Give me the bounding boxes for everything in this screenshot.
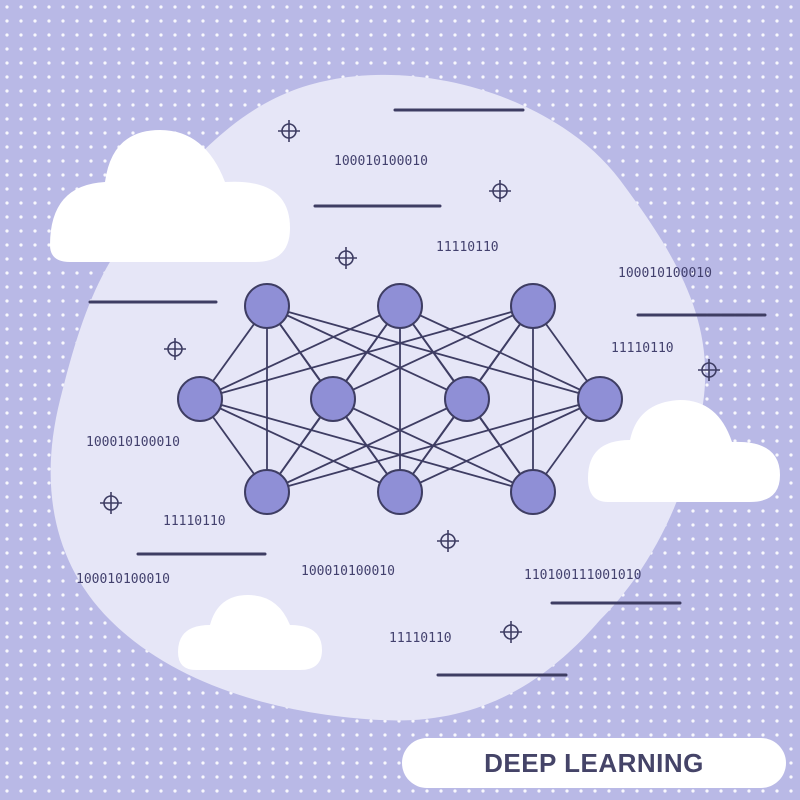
cloud-icon (50, 130, 290, 262)
binary-label: 110100111001010 (524, 568, 641, 583)
network-node (244, 283, 290, 329)
binary-label: 11110110 (389, 631, 452, 646)
crosshair-icon (698, 359, 720, 381)
network-node (510, 469, 556, 515)
network-node (177, 376, 223, 422)
binary-label: 100010100010 (334, 154, 428, 169)
crosshair-icon (489, 180, 511, 202)
cloud-icon (178, 595, 322, 670)
binary-label: 100010100010 (618, 266, 712, 281)
network-node (444, 376, 490, 422)
network-node (310, 376, 356, 422)
crosshair-icon (278, 120, 300, 142)
binary-labels: 100010100010 11110110 100010100010 11110… (76, 154, 712, 646)
network-nodes (177, 283, 623, 515)
title-banner: DEEP LEARNING (402, 738, 786, 788)
network-node (510, 283, 556, 329)
crosshair-icons (100, 120, 720, 643)
crosshair-icon (335, 247, 357, 269)
binary-label: 100010100010 (86, 435, 180, 450)
banner-title: DEEP LEARNING (484, 748, 704, 778)
crosshair-icon (500, 621, 522, 643)
binary-label: 11110110 (163, 514, 226, 529)
crosshair-icon (164, 338, 186, 360)
banner-pill (402, 738, 786, 788)
binary-label: 100010100010 (76, 572, 170, 587)
crosshair-icon (100, 492, 122, 514)
binary-label: 100010100010 (301, 564, 395, 579)
network-node (244, 469, 290, 515)
dash-lines (88, 108, 767, 677)
binary-label: 11110110 (436, 240, 499, 255)
network-node (577, 376, 623, 422)
crosshair-icon (437, 530, 459, 552)
network-node (377, 469, 423, 515)
network-node (377, 283, 423, 329)
binary-label: 11110110 (611, 341, 674, 356)
cloud-icon (588, 400, 780, 502)
